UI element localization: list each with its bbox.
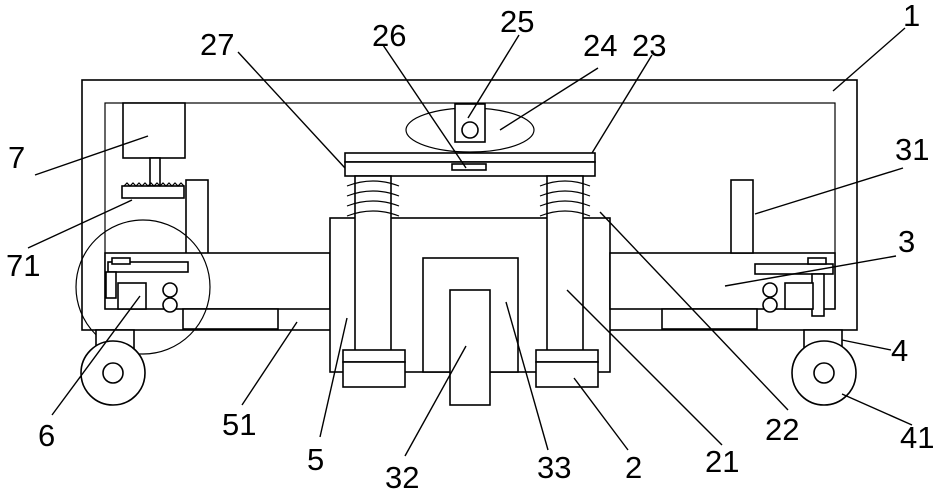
label-2: 2 xyxy=(625,450,642,485)
label-6: 6 xyxy=(38,418,55,453)
label-51: 51 xyxy=(222,407,256,442)
label-33: 33 xyxy=(537,450,571,485)
label-7: 7 xyxy=(8,140,25,175)
left-wheel xyxy=(81,330,145,405)
label-32: 32 xyxy=(385,460,419,495)
label-3: 3 xyxy=(898,224,915,259)
label-4: 4 xyxy=(891,333,908,368)
label-31: 31 xyxy=(895,132,929,167)
label-21: 21 xyxy=(705,444,739,479)
label-23: 23 xyxy=(632,28,666,63)
label-24: 24 xyxy=(583,28,617,63)
label-41: 41 xyxy=(900,420,934,455)
label-27: 27 xyxy=(200,27,234,62)
label-25: 25 xyxy=(500,4,534,39)
label-1: 1 xyxy=(903,0,920,33)
label-26: 26 xyxy=(372,18,406,53)
label-71: 71 xyxy=(6,248,40,283)
label-22: 22 xyxy=(765,412,799,447)
label-5: 5 xyxy=(307,442,324,477)
